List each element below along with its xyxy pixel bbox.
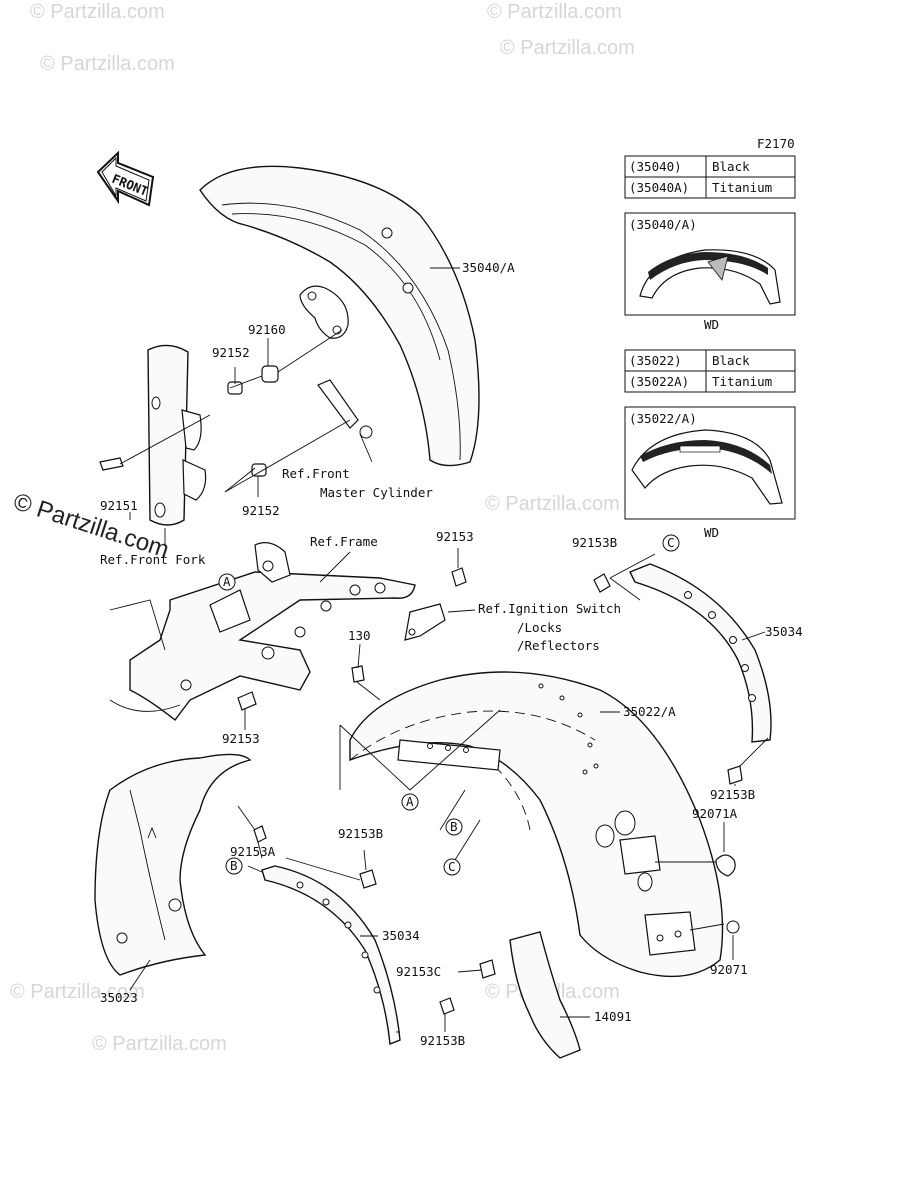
inset-caption: WD [704,525,719,540]
watermark-top-right: © Partzilla.com [487,1,622,23]
callout-b-label: B [230,858,238,873]
table-cell-color: Black [712,159,750,174]
part-label-35023: 35023 [100,990,138,1005]
inset-title: (35022/A) [629,411,697,426]
callout-a-1: A [218,573,236,591]
callout-b-1: B [445,818,463,836]
part-label-92153-mid: 92153 [222,731,260,746]
part-label-35034-right: 35034 [765,624,803,639]
part-label-14091: 14091 [594,1009,632,1024]
part-label-92071: 92071 [710,962,748,977]
callout-b-label: B [450,819,458,834]
fender-strut-right [593,553,772,786]
part-label-92153B-right: 92153B [710,787,755,802]
mud-guard [457,822,740,1059]
callout-c-label: C [448,859,456,874]
color-table-35040: (35040) Black (35040A) Titanium [624,155,796,199]
ref-front-master-line1: Ref.Front [282,466,350,481]
frame-leaders [244,548,476,730]
front-hardware [99,365,373,477]
callout-a-2: A [401,793,419,811]
ref-frame: Ref.Frame [310,534,378,549]
ref-front-fork: Ref.Front Fork [100,552,206,567]
part-label-92153B-top-right: 92153B [572,535,617,550]
part-label-92152-bottom: 92152 [242,503,280,518]
callout-a-label: A [406,794,414,809]
table-cell-color: Titanium [712,180,772,195]
part-label-35040A: 35040/A [462,260,515,275]
fender-strut-left [247,849,455,1045]
part-label-92153B-bottom: 92153B [420,1033,465,1048]
rear-fender-leaders [339,709,620,861]
part-labels: 35040/A 92160 92152 92151 92152 Ref.Fron… [100,260,803,1048]
front-arrow-icon: FRONT [96,150,155,207]
part-label-92153B-middle: 92153B [338,826,383,841]
part-label-130: 130 [348,628,371,643]
inset-35040: (35040/A) WD [624,212,796,332]
part-label-92151: 92151 [100,498,138,513]
watermark-top-left: © Partzilla.com [30,1,165,23]
figure-code: F2170 [757,136,795,151]
table-cell-color: Black [712,353,750,368]
table-cell-code: (35022) [629,353,682,368]
ref-ignition-line1: Ref.Ignition Switch [478,601,621,616]
part-label-92071A: 92071A [692,806,738,821]
part-label-92160: 92160 [248,322,286,337]
watermark-top-right-2: © Partzilla.com [500,37,635,59]
front-fork [147,344,207,545]
part-label-92152-top: 92152 [212,345,250,360]
table-cell-color: Titanium [712,374,772,389]
front-fender [199,165,480,467]
part-label-92153-top: 92153 [436,529,474,544]
callout-c-1: C [443,858,461,876]
table-cell-code: (35022A) [629,374,689,389]
inset-caption: WD [704,317,719,332]
part-label-92153A: 92153A [230,844,276,859]
watermark-center: © Partzilla.com [485,493,620,515]
frame-hardware [237,567,467,711]
callout-a-label: A [223,574,231,589]
ref-ignition-line3: /Reflectors [517,638,600,653]
part-label-35022A: 35022/A [623,704,676,719]
inner-fender [94,753,267,991]
part-label-92153C: 92153C [396,964,441,979]
watermark-bottom-left: © Partzilla.com [10,981,145,1003]
callout-c-2: C [662,534,680,552]
rear-fender [349,671,724,978]
callout-b-2: B [225,857,243,875]
watermark-bottom-left-2: © Partzilla.com [92,1033,227,1055]
inset-title: (35040/A) [629,217,697,232]
ref-front-master-line2: Master Cylinder [320,485,433,500]
ref-ignition-line2: /Locks [517,620,562,635]
watermark-left: © Partzilla.com [40,53,175,75]
frame [109,542,446,721]
color-table-35022: (35022) Black (35022A) Titanium [624,349,796,393]
callout-c-label: C [667,535,675,550]
part-label-35034-left: 35034 [382,928,420,943]
front-leaders [119,267,460,520]
table-cell-code: (35040) [629,159,682,174]
table-cell-code: (35040A) [629,180,689,195]
inset-35022: (35022/A) WD [624,406,796,540]
